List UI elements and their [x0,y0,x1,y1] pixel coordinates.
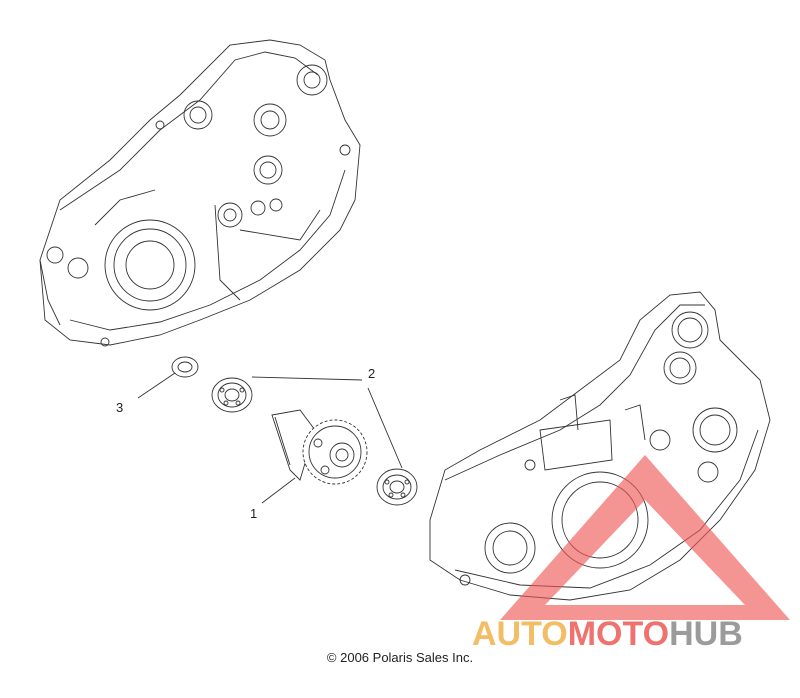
watermark-auto: AUTO [472,615,568,653]
callout-1: 1 [250,506,257,521]
copyright-text: © 2006 Polaris Sales Inc. [326,650,474,665]
leader-2b [367,387,403,469]
watermark-hub: HUB [669,615,743,653]
left-crankcase-half [39,39,361,347]
watermark: AUTOMOTOHUB [472,455,790,653]
watermark-moto: MOTO [568,615,669,653]
leader-1 [261,477,296,504]
part-1-gear-shaft [271,409,368,485]
leader-3 [137,372,176,399]
svg-text:AUTOMOTOHUB: AUTOMOTOHUB [472,615,743,653]
part-2-upper-ball-bearing [211,377,253,413]
callout-2: 2 [368,366,375,381]
part-3-small-bearing [171,356,199,378]
part-2-lower-ball-bearing [376,468,418,506]
leader-2a [251,376,363,381]
leader-lines [137,372,403,504]
callout-3: 3 [116,400,123,415]
watermark-triangle [500,455,790,620]
